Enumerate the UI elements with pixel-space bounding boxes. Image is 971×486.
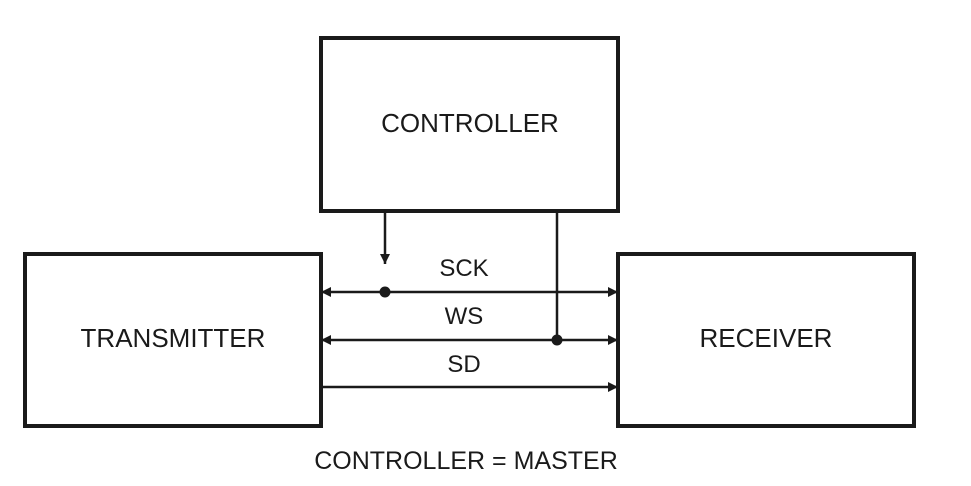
controller-label: CONTROLLER — [381, 108, 559, 138]
transmitter-block: TRANSMITTER — [23, 252, 323, 428]
ws-label: WS — [445, 303, 484, 330]
controller-block: CONTROLLER — [319, 36, 620, 213]
caption: CONTROLLER = MASTER — [314, 447, 618, 475]
sd-label: SD — [447, 351, 480, 378]
sck-label: SCK — [439, 255, 488, 282]
transmitter-label: TRANSMITTER — [81, 323, 266, 353]
receiver-block: RECEIVER — [616, 252, 916, 428]
ws-junction-dot — [551, 334, 563, 346]
sck-junction-dot — [379, 286, 391, 298]
receiver-label: RECEIVER — [700, 323, 833, 353]
